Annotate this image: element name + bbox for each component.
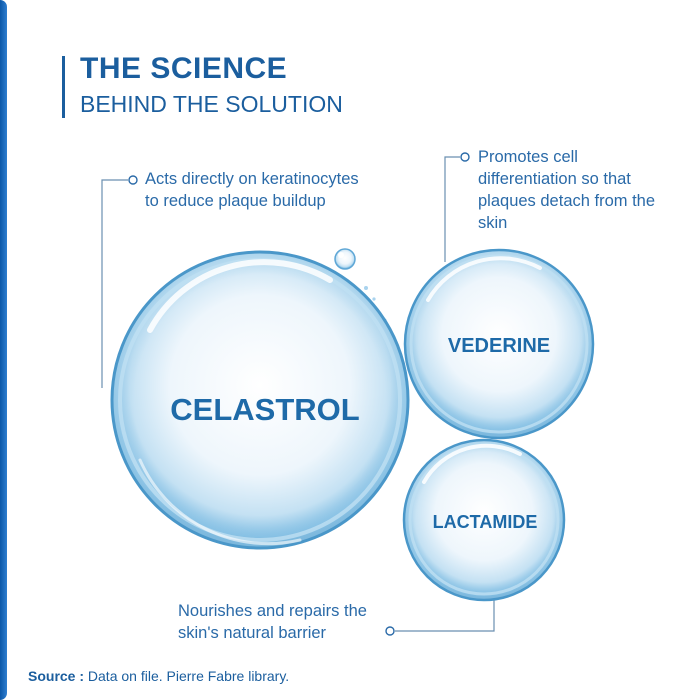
vederine-label: VEDERINE bbox=[448, 335, 550, 357]
page-subtitle: BEHIND THE SOLUTION bbox=[80, 91, 343, 117]
celastrol-bubble: CELASTROL bbox=[110, 250, 410, 550]
title-accent-rule bbox=[62, 56, 65, 118]
source-label: Source : bbox=[28, 668, 85, 684]
source-footnote: Source : Data on file. Pierre Fabre libr… bbox=[28, 668, 289, 684]
lactamide-description: Nourishes and repairs the skin's natural… bbox=[178, 602, 367, 642]
leader-line-celastrol bbox=[101, 175, 138, 388]
vederine-bubble: VEDERINE bbox=[403, 248, 595, 440]
page-title: THE SCIENCE bbox=[80, 52, 288, 85]
leader-line-lactamide bbox=[385, 598, 495, 636]
source-text: Data on file. Pierre Fabre library. bbox=[87, 668, 290, 684]
lactamide-label: LACTAMIDE bbox=[433, 512, 538, 532]
small-droplet bbox=[334, 248, 356, 270]
celastrol-label: CELASTROL bbox=[170, 392, 359, 427]
celastrol-description: Acts directly on keratinocytes to reduce… bbox=[145, 170, 359, 210]
left-edge-accent bbox=[0, 0, 7, 700]
leader-line-vederine bbox=[444, 152, 470, 262]
lactamide-bubble: LACTAMIDE bbox=[402, 438, 566, 602]
vederine-description: Promotes cell differentiation so that pl… bbox=[478, 148, 656, 232]
